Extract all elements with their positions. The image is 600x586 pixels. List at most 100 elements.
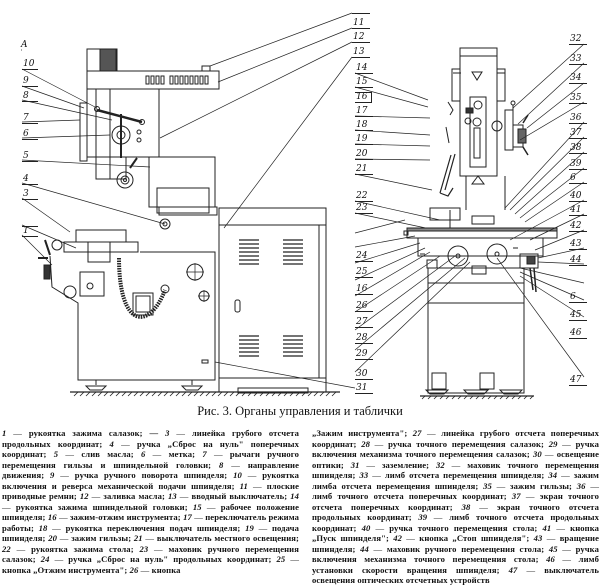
vent-slots bbox=[145, 75, 209, 85]
legend-item-number: 26 bbox=[129, 564, 139, 575]
legend-item-number: 4 bbox=[109, 438, 114, 449]
legend-item-number: 1 bbox=[2, 428, 7, 438]
callout-2 bbox=[22, 217, 38, 227]
callout-6: 6 bbox=[22, 130, 38, 140]
feed-lever bbox=[96, 108, 143, 124]
quill bbox=[95, 88, 111, 180]
cabinet-handle bbox=[234, 299, 241, 313]
legend-item-text: заливка масла; bbox=[103, 491, 165, 501]
dial-right bbox=[486, 243, 508, 265]
legend-item: 4 — ручка „Сброс на нуль" поперечных коо… bbox=[2, 438, 299, 460]
legend-item-text: кнопка „Стоп шпинделя"; bbox=[419, 533, 530, 543]
front-saddle bbox=[417, 237, 544, 257]
legend-item-text: ручка ручного поворота шпинделя; bbox=[74, 470, 228, 480]
legend-item-number: 18 bbox=[38, 522, 48, 533]
callout-37: 37 bbox=[569, 129, 587, 139]
legend-item-text: лимб точного отсчета продольных координа… bbox=[312, 512, 600, 533]
legend-item-text: рабочее положение шпинделя; bbox=[2, 501, 299, 523]
legend-item-number: 14 bbox=[290, 491, 299, 501]
callout-30: 30 bbox=[355, 370, 373, 380]
legend-item: 12 — заливка масла; bbox=[79, 491, 165, 501]
callout-21: 21 bbox=[355, 165, 373, 175]
legend-item-text: зажим-отжим инструмента; bbox=[69, 512, 181, 522]
legend-item-number: 47 bbox=[508, 564, 518, 575]
legend-item-text: зажим лимба отсчета перемещения шпинделя… bbox=[312, 470, 599, 491]
legend-item-number: 5 bbox=[53, 449, 59, 459]
legend-item: 3 — линейка грубого отсчета продольных к… bbox=[2, 428, 299, 449]
legend-item-number: 30 bbox=[533, 449, 542, 459]
legend-item: 15 — рабочее положение шпинделя; bbox=[2, 501, 299, 523]
legend-item-number: 13 bbox=[167, 491, 177, 501]
callout-33: 33 bbox=[569, 55, 587, 65]
oil-filler-cap bbox=[201, 65, 211, 72]
legend-item-number: 37 bbox=[511, 491, 521, 501]
legend-item-number: 19 bbox=[245, 522, 254, 533]
callout-23: 23 bbox=[355, 204, 373, 214]
legend-item-text: — bbox=[149, 428, 166, 438]
callout-28: 28 bbox=[355, 334, 373, 344]
legend-item-number: 45 bbox=[548, 543, 558, 554]
legend-item: 34 — зажим лимба отсчета перемещения шпи… bbox=[312, 470, 599, 491]
foot bbox=[84, 380, 108, 391]
legend-item-number: 9 bbox=[50, 470, 55, 480]
legend-item-number: 41 bbox=[542, 522, 552, 533]
spindle-head bbox=[86, 88, 160, 158]
legend-item: 19 — подача шпинделя; bbox=[2, 522, 300, 544]
callout-4: 4 bbox=[22, 175, 38, 185]
legend-item-number: 16 bbox=[47, 512, 57, 522]
legend-item-text: экран точного отсчета поперечных координ… bbox=[312, 491, 599, 512]
legend-item-number: 32 bbox=[436, 459, 445, 470]
legend-item-number: 7 bbox=[202, 449, 207, 459]
callout-1: 1 bbox=[22, 227, 38, 237]
legend-item-text: направление движения; bbox=[2, 459, 300, 481]
legend-item-number: 8 bbox=[219, 459, 224, 470]
callout-16-lower: 16 bbox=[355, 285, 373, 295]
legend-item: 35 — зажим гильзы; bbox=[483, 480, 573, 491]
legend-item: 17 — переключатель режима работы; bbox=[2, 512, 300, 533]
legend-item: 36 — лимб точного отсчета поперечных коо… bbox=[312, 480, 600, 502]
legend-item: 37 — экран точного отсчета поперечных ко… bbox=[312, 491, 599, 512]
legend-item: 9 — ручка ручного поворота шпинделя; bbox=[50, 470, 228, 480]
callout-29: 29 bbox=[355, 350, 373, 360]
legend-item: 24 — ручка „Сброс на нуль" продольных ко… bbox=[40, 554, 272, 564]
legend-item-number: 28 bbox=[361, 438, 370, 449]
callout-45: 45 bbox=[569, 311, 587, 321]
front-base bbox=[427, 282, 525, 394]
legend-item: 27 — линейка грубого отсчета поперечных … bbox=[312, 428, 599, 449]
legend-item: 41 — кнопка „Пуск шпинделя"; bbox=[312, 522, 600, 544]
legend-item: 23 — маховик ручного перемещения салазок… bbox=[2, 543, 299, 565]
callout-40: 40 bbox=[569, 192, 587, 202]
legend-item: 14 — рукоятка зажима шпиндельной головки… bbox=[2, 491, 299, 512]
belt-housing bbox=[86, 70, 220, 90]
legend-item-text: зажим гильзы; bbox=[510, 480, 573, 491]
callout-9: 9 bbox=[22, 77, 38, 87]
callout-8: 8 bbox=[22, 92, 38, 102]
callout-14: 14 bbox=[355, 64, 373, 74]
legend-item-number: 38 bbox=[461, 501, 471, 512]
legend-item-text: маховик точного перемещения шпинделя; bbox=[312, 459, 600, 481]
callout-18: 18 bbox=[355, 121, 373, 131]
legend-item-text: ручка точного перемещения салазок; bbox=[388, 438, 544, 449]
legend-item-number: 33 bbox=[359, 470, 369, 480]
legend-item: 33 — лимб отсчета перемещения шпинделя; bbox=[359, 470, 545, 480]
legend-item: 42 — кнопка „Стоп шпинделя"; bbox=[393, 533, 530, 543]
legend-item: 11 — плоские приводные ремни; bbox=[2, 480, 299, 502]
legend-item-number: 20 bbox=[48, 533, 58, 543]
motor-fins bbox=[99, 48, 117, 72]
legend-item-number: 23 bbox=[139, 543, 149, 554]
legend-item: 18 — рукоятка переключения подач шпиндел… bbox=[38, 522, 241, 533]
legend-item-text: рукоятка переключения подач шпинделя; bbox=[65, 522, 241, 533]
legend-item-text: ручка включения механизма точного переме… bbox=[312, 438, 599, 460]
callout-24: 24 bbox=[355, 252, 373, 262]
machine-figure: A 10 9 8 7 6 5 4 3 1 11 12 13 14 15 16 1… bbox=[21, 12, 587, 400]
legend-item-text: „Зажим инструмента"; bbox=[312, 428, 408, 438]
legend-item: 26 — кнопка bbox=[129, 564, 181, 575]
legend-item-number: 39 bbox=[418, 512, 428, 522]
legend-item-text: рукоятка зажима стола; bbox=[31, 543, 134, 554]
legend-item-number: 15 bbox=[192, 501, 202, 512]
callout-5: 5 bbox=[22, 152, 38, 162]
callout-34: 34 bbox=[569, 74, 587, 84]
legend-item-number: 29 bbox=[548, 438, 558, 449]
legend-item: 43 — вращение шпинделя; bbox=[312, 533, 599, 554]
base bbox=[49, 251, 216, 381]
